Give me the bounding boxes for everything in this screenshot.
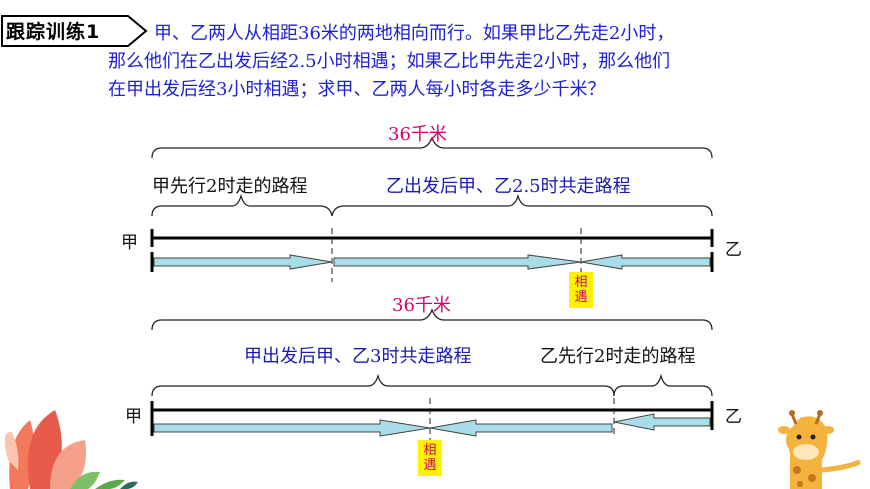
diagram1-arrow-jia-2 bbox=[333, 254, 582, 270]
diagram1-right-end: 乙 bbox=[725, 240, 742, 260]
diagram1-total-label: 36千米 bbox=[388, 124, 447, 145]
badge-frame bbox=[1, 15, 148, 47]
diagram1-left-end: 甲 bbox=[121, 233, 138, 253]
diagram2-arrow-yi-1 bbox=[429, 419, 613, 437]
diagram2-brace-a bbox=[151, 373, 615, 397]
diagram1-total-brace bbox=[151, 136, 713, 159]
giraffe-decoration bbox=[778, 410, 861, 489]
problem-line-3: 在甲出发后经3小时相遇；求甲、乙两人每小时各走多少千米？ bbox=[108, 79, 606, 100]
diagram2-seg-a-label: 甲出发后甲、乙3时共走路程 bbox=[244, 346, 472, 367]
diagram2-total-label: 36千米 bbox=[392, 295, 451, 316]
diagram2-brace-b bbox=[613, 373, 713, 397]
diagram2-arrow-jia bbox=[153, 419, 431, 437]
diagram2-left-end: 甲 bbox=[125, 407, 142, 427]
problem-line-2: 那么他们在乙出发后经2.5小时相遇；如果乙比甲先走2小时，那么他们 bbox=[108, 51, 671, 72]
diagram1-seg-a-label: 甲先行2时走的路程 bbox=[152, 176, 308, 197]
diagram2-arrow-yi-2 bbox=[613, 413, 711, 431]
diagram1-meet-label: 相遇 bbox=[569, 272, 593, 308]
problem-line-1: 甲、乙两人从相距36米的两地相向而行。如果甲比乙先走2小时， bbox=[154, 23, 675, 44]
diagram2-meet-label: 相遇 bbox=[418, 440, 442, 476]
diagram1-arrow-yi bbox=[580, 254, 711, 270]
diagram1-brace-b bbox=[331, 193, 713, 217]
diagram2-right-end: 乙 bbox=[725, 407, 742, 427]
diagram1-brace-a bbox=[151, 193, 333, 217]
diagram2-total-brace bbox=[151, 308, 713, 331]
diagram2-seg-b-label: 乙先行2时走的路程 bbox=[540, 346, 696, 367]
diagram1-arrow-jia-1 bbox=[153, 254, 333, 270]
diagram1-seg-b-label: 乙出发后甲、乙2.5时共走路程 bbox=[386, 176, 631, 197]
plant-decoration bbox=[4, 410, 138, 489]
badge-label: 跟踪训练1 bbox=[6, 21, 101, 43]
